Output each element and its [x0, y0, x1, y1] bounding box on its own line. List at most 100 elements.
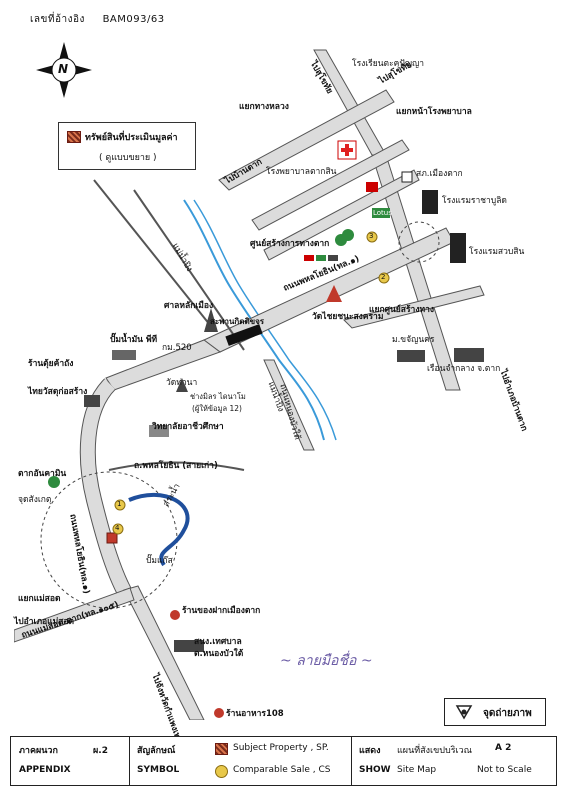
building-kanchanakorn — [397, 350, 425, 362]
footer-map-th: แผนที่สังเขปบริเวณ — [397, 746, 473, 756]
comparable-marker-4: 4 — [115, 524, 120, 532]
building-hotel-suansin — [450, 233, 466, 263]
label-mechanic: ช่างมิลร ไดนาโม — [190, 392, 246, 401]
bridge-kittikhachon — [225, 324, 263, 346]
footer-appendix-en: APPENDIX — [19, 765, 71, 775]
comparable-marker-2: 2 — [381, 273, 386, 281]
comparable-marker-3: 3 — [369, 232, 374, 240]
road-west-diagonal — [93, 179, 215, 331]
footer-map-no: A 2 — [495, 743, 512, 753]
label-jct-mae-sot: แยกแม่สอด — [18, 594, 61, 604]
subject-property-marker — [106, 532, 118, 544]
signature: ~ ลายมือชื่อ ~ — [280, 653, 373, 669]
comparable-marker-1: 1 — [117, 500, 122, 508]
footer-table: ภาคผนวก ผ.2 APPENDIX สัญลักษณ์ SYMBOL Su… — [10, 736, 557, 786]
camera-angle-icon — [455, 705, 473, 720]
label-to-mae-sot: ไปอำเภอแม่สอด — [14, 617, 75, 627]
tree-icon — [48, 229, 354, 488]
footer-appendix-no: ผ.2 — [93, 746, 108, 756]
road-mae-sot — [13, 587, 135, 643]
comparable-sale-markers — [112, 231, 390, 535]
footer-appendix-th: ภาคผนวก — [19, 746, 58, 756]
site-map-canvas — [13, 42, 485, 721]
label-kanchanakorn: ม.ขจัญนคร — [392, 335, 435, 345]
photo-point-markers — [170, 610, 224, 718]
building-hotel-rachaburi — [422, 190, 438, 214]
legend-subject-label: ทรัพย์สินที่ประเมินมูลค่า — [85, 133, 178, 143]
label-mechanic-note: (ผู้ให้ข้อมูล 12) — [192, 404, 242, 413]
label-municipal-office-tambon: ต.หนองบัวใต้ — [194, 649, 244, 659]
label-school: โรงเรียนตะคุปัญญา — [352, 59, 424, 69]
road-prison — [343, 285, 485, 329]
label-ptt: ปั๊มน้ำมัน พีที — [110, 335, 158, 345]
lotus-icon — [372, 208, 390, 218]
footer-show-en: SHOW — [359, 765, 391, 775]
reference-header: เลขที่อ้างอิง BAM093/63 — [30, 12, 179, 27]
label-hospital: โรงพยาบาลตากสิน — [266, 167, 337, 177]
temple-wat-chaiyachana — [326, 285, 342, 302]
building-prison — [454, 348, 484, 362]
road-jct-highway — [218, 89, 395, 191]
label-jct-highway: แยกทางหลวง — [239, 102, 289, 112]
compass-north-label: N — [58, 62, 69, 76]
label-city-pillar: ศาลหลักเมือง — [164, 301, 214, 311]
label-thai-watsadu: ไทยวัสดุก่อสร้าง — [28, 387, 88, 397]
road-hospital — [251, 139, 410, 231]
label-tak-tambon: ตากอันคามิน — [18, 469, 67, 479]
footer-symbol-en: SYMBOL — [137, 765, 180, 775]
construction-center-vehicles — [304, 255, 338, 261]
building-municipal — [174, 640, 204, 652]
label-gas-pump: ปั๊มแก๊ส — [146, 556, 173, 566]
road-old-highway — [108, 461, 245, 471]
label-wat-tha-na: วัดท่านา — [166, 378, 198, 388]
footer-comparable-label: Comparable Sale , CS — [233, 765, 331, 775]
footer-map-en: Site Map — [397, 765, 437, 775]
building-thai-watsadu — [84, 395, 100, 407]
road-mid-diagonal — [133, 189, 245, 351]
photo-point-label: จุดถ่ายภาพ — [483, 708, 532, 719]
label-bridge: สะพานกิตติขจร — [210, 317, 265, 326]
stream-south — [128, 492, 190, 567]
reference-label: เลขที่อ้างอิง — [30, 14, 85, 25]
road-nong-bua-tai — [263, 359, 315, 451]
label-hotel-rachaburi: โรงแรมราชาบูลิด — [442, 196, 507, 206]
label-restaurant: ร้านอาหาร108 — [226, 709, 284, 719]
photo-area-circle — [398, 221, 440, 263]
label-old-highway: ถ.พหลโยธิน (สายเก่า) — [134, 461, 218, 471]
subject-property-swatch — [67, 131, 81, 143]
label-police: สภ.เมืองตาก — [416, 169, 463, 179]
label-lotus: Lotus — [373, 209, 392, 217]
footer-comparable-swatch — [215, 765, 228, 778]
label-tech-college: วิทยาลัยอาชีวศึกษา — [152, 422, 224, 432]
label-prison: เรือนจำกลาง จ.ตาก — [427, 364, 501, 374]
hospital-icon — [337, 140, 357, 160]
map-legend-subject: ทรัพย์สินที่ประเมินมูลค่า ( ดูแบบขยาย ) — [58, 122, 196, 170]
label-km520: กม.520 — [162, 343, 192, 353]
temple-city-pillar — [204, 308, 218, 332]
label-hotel-suansin: โรงแรมสวบสิน — [469, 247, 525, 257]
police-icon — [401, 171, 413, 183]
temple-wat-tha-na — [176, 378, 188, 392]
footer-scale: Not to Scale — [477, 765, 532, 775]
footer-subject-swatch — [215, 743, 228, 755]
reference-code: BAM093/63 — [102, 14, 165, 25]
photo-point-legend: จุดถ่ายภาพ — [444, 698, 546, 726]
building-tech-college — [149, 425, 169, 437]
label-jct-hospital: แยกหน้าโรงพยาบาล — [396, 107, 472, 117]
label-municipal-office: สนง.เทศบาล — [194, 637, 242, 647]
label-jct-construction: แยกศูนย์สร้างทาง — [369, 305, 434, 315]
road-hotels — [263, 169, 420, 261]
building-ptt — [112, 350, 136, 360]
gas-station-marker — [366, 182, 378, 192]
label-check-point: จุดสังเกตุ — [18, 495, 52, 505]
label-store-muang-tak: ร้านของฝากเมืองตาก — [182, 606, 261, 616]
label-construction-center: ศูนย์สร้างการทางตาก — [250, 239, 330, 249]
label-wat-chaiyachana: วัดไชยชนะสงคราม — [312, 312, 384, 322]
label-warehouse: ร้านตุ้ยค้าถัง — [28, 359, 74, 369]
footer-show-th: แสดง — [359, 746, 381, 756]
compass — [36, 42, 92, 98]
footer-subject-label: Subject Property , SP. — [233, 743, 329, 753]
site-map: 1 2 3 4 N โรงเรียนตะคุปัญญา แยกทางหลวง แ… — [13, 30, 554, 750]
footer-symbol-th: สัญลักษณ์ — [137, 746, 176, 756]
legend-enlarged-note: ( ดูแบบขยาย ) — [99, 153, 157, 163]
